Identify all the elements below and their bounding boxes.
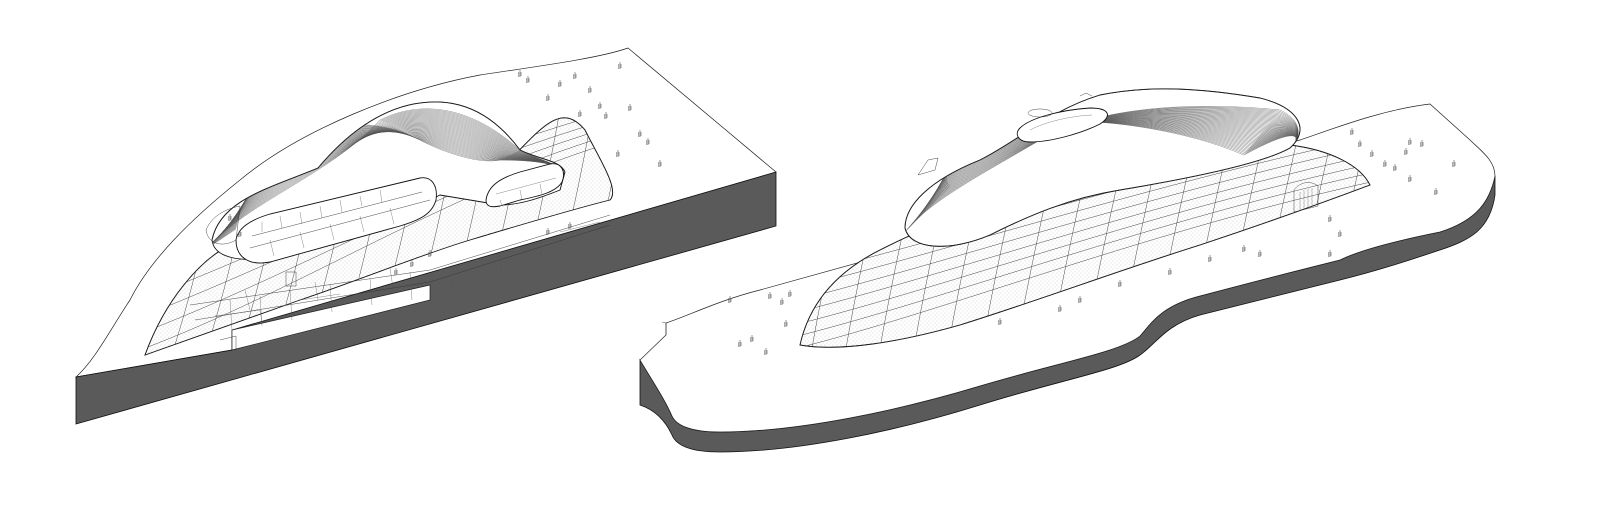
person-figure bbox=[428, 250, 432, 257]
person-figure bbox=[598, 102, 602, 109]
person-figure bbox=[604, 112, 608, 119]
person-figure bbox=[546, 228, 550, 235]
person-figure bbox=[394, 268, 398, 275]
roof-section-opening-secondary bbox=[485, 163, 564, 208]
person-figure bbox=[1258, 250, 1262, 257]
person-figure bbox=[658, 160, 662, 167]
person-figure bbox=[546, 94, 550, 101]
ground-floor-section bbox=[189, 214, 611, 331]
person-figure bbox=[1370, 150, 1374, 157]
person-figure bbox=[558, 80, 562, 87]
person-figure bbox=[1434, 188, 1438, 195]
skylight bbox=[1027, 108, 1053, 118]
person-figure bbox=[1058, 305, 1062, 312]
person-figure bbox=[750, 335, 754, 342]
sectional-axonometric-drawing bbox=[74, 47, 777, 425]
person-figure bbox=[1358, 140, 1362, 147]
person-figure bbox=[1208, 255, 1212, 262]
person-figure bbox=[1328, 250, 1332, 257]
person-figure bbox=[588, 86, 592, 93]
person-figure bbox=[573, 72, 577, 79]
person-figure bbox=[1078, 296, 1082, 303]
shell-grid-line bbox=[800, 145, 1370, 303]
person-figure bbox=[764, 348, 768, 355]
person-figure bbox=[1328, 215, 1332, 222]
shell-grid-line bbox=[800, 152, 1370, 315]
person-figure bbox=[518, 70, 522, 77]
person-figure bbox=[738, 340, 742, 347]
roof-section-opening-main bbox=[235, 177, 437, 264]
person-figure bbox=[784, 320, 788, 327]
person-figure bbox=[1393, 164, 1397, 171]
people-figures-right bbox=[728, 128, 1456, 355]
person-figure bbox=[1242, 245, 1246, 252]
person-figure bbox=[728, 296, 732, 303]
person-figure bbox=[1404, 148, 1408, 155]
person-figure bbox=[628, 104, 632, 111]
person-figure bbox=[1168, 268, 1172, 275]
person-figure bbox=[578, 110, 582, 117]
exterior-axonometric-drawing bbox=[639, 88, 1496, 453]
person-figure bbox=[1338, 230, 1342, 237]
person-figure bbox=[616, 150, 620, 157]
roof-terrace-opening bbox=[1016, 107, 1108, 143]
person-figure bbox=[1408, 138, 1412, 145]
person-figure bbox=[228, 214, 232, 221]
person-figure bbox=[1452, 160, 1456, 167]
shell-grid-line bbox=[800, 179, 1370, 348]
entrance-opening bbox=[1293, 182, 1319, 213]
person-figure bbox=[1118, 280, 1122, 287]
person-figure bbox=[410, 260, 414, 267]
person-figure bbox=[788, 290, 792, 297]
person-figure bbox=[1350, 128, 1354, 135]
person-figure bbox=[780, 298, 784, 305]
person-figure bbox=[618, 62, 622, 69]
person-figure bbox=[526, 76, 530, 83]
person-figure bbox=[1420, 140, 1424, 147]
person-figure bbox=[568, 222, 572, 229]
shell-grid-line bbox=[800, 161, 1370, 327]
person-figure bbox=[646, 138, 650, 145]
people-figures-left bbox=[228, 62, 662, 275]
person-figure bbox=[1383, 160, 1387, 167]
section-cut-basement bbox=[231, 284, 431, 351]
person-figure bbox=[998, 318, 1002, 325]
shell-grid-line bbox=[800, 145, 1370, 291]
person-figure bbox=[638, 130, 642, 137]
person-figure bbox=[768, 292, 772, 299]
person-figure bbox=[1408, 175, 1412, 182]
person-figure bbox=[238, 230, 242, 237]
